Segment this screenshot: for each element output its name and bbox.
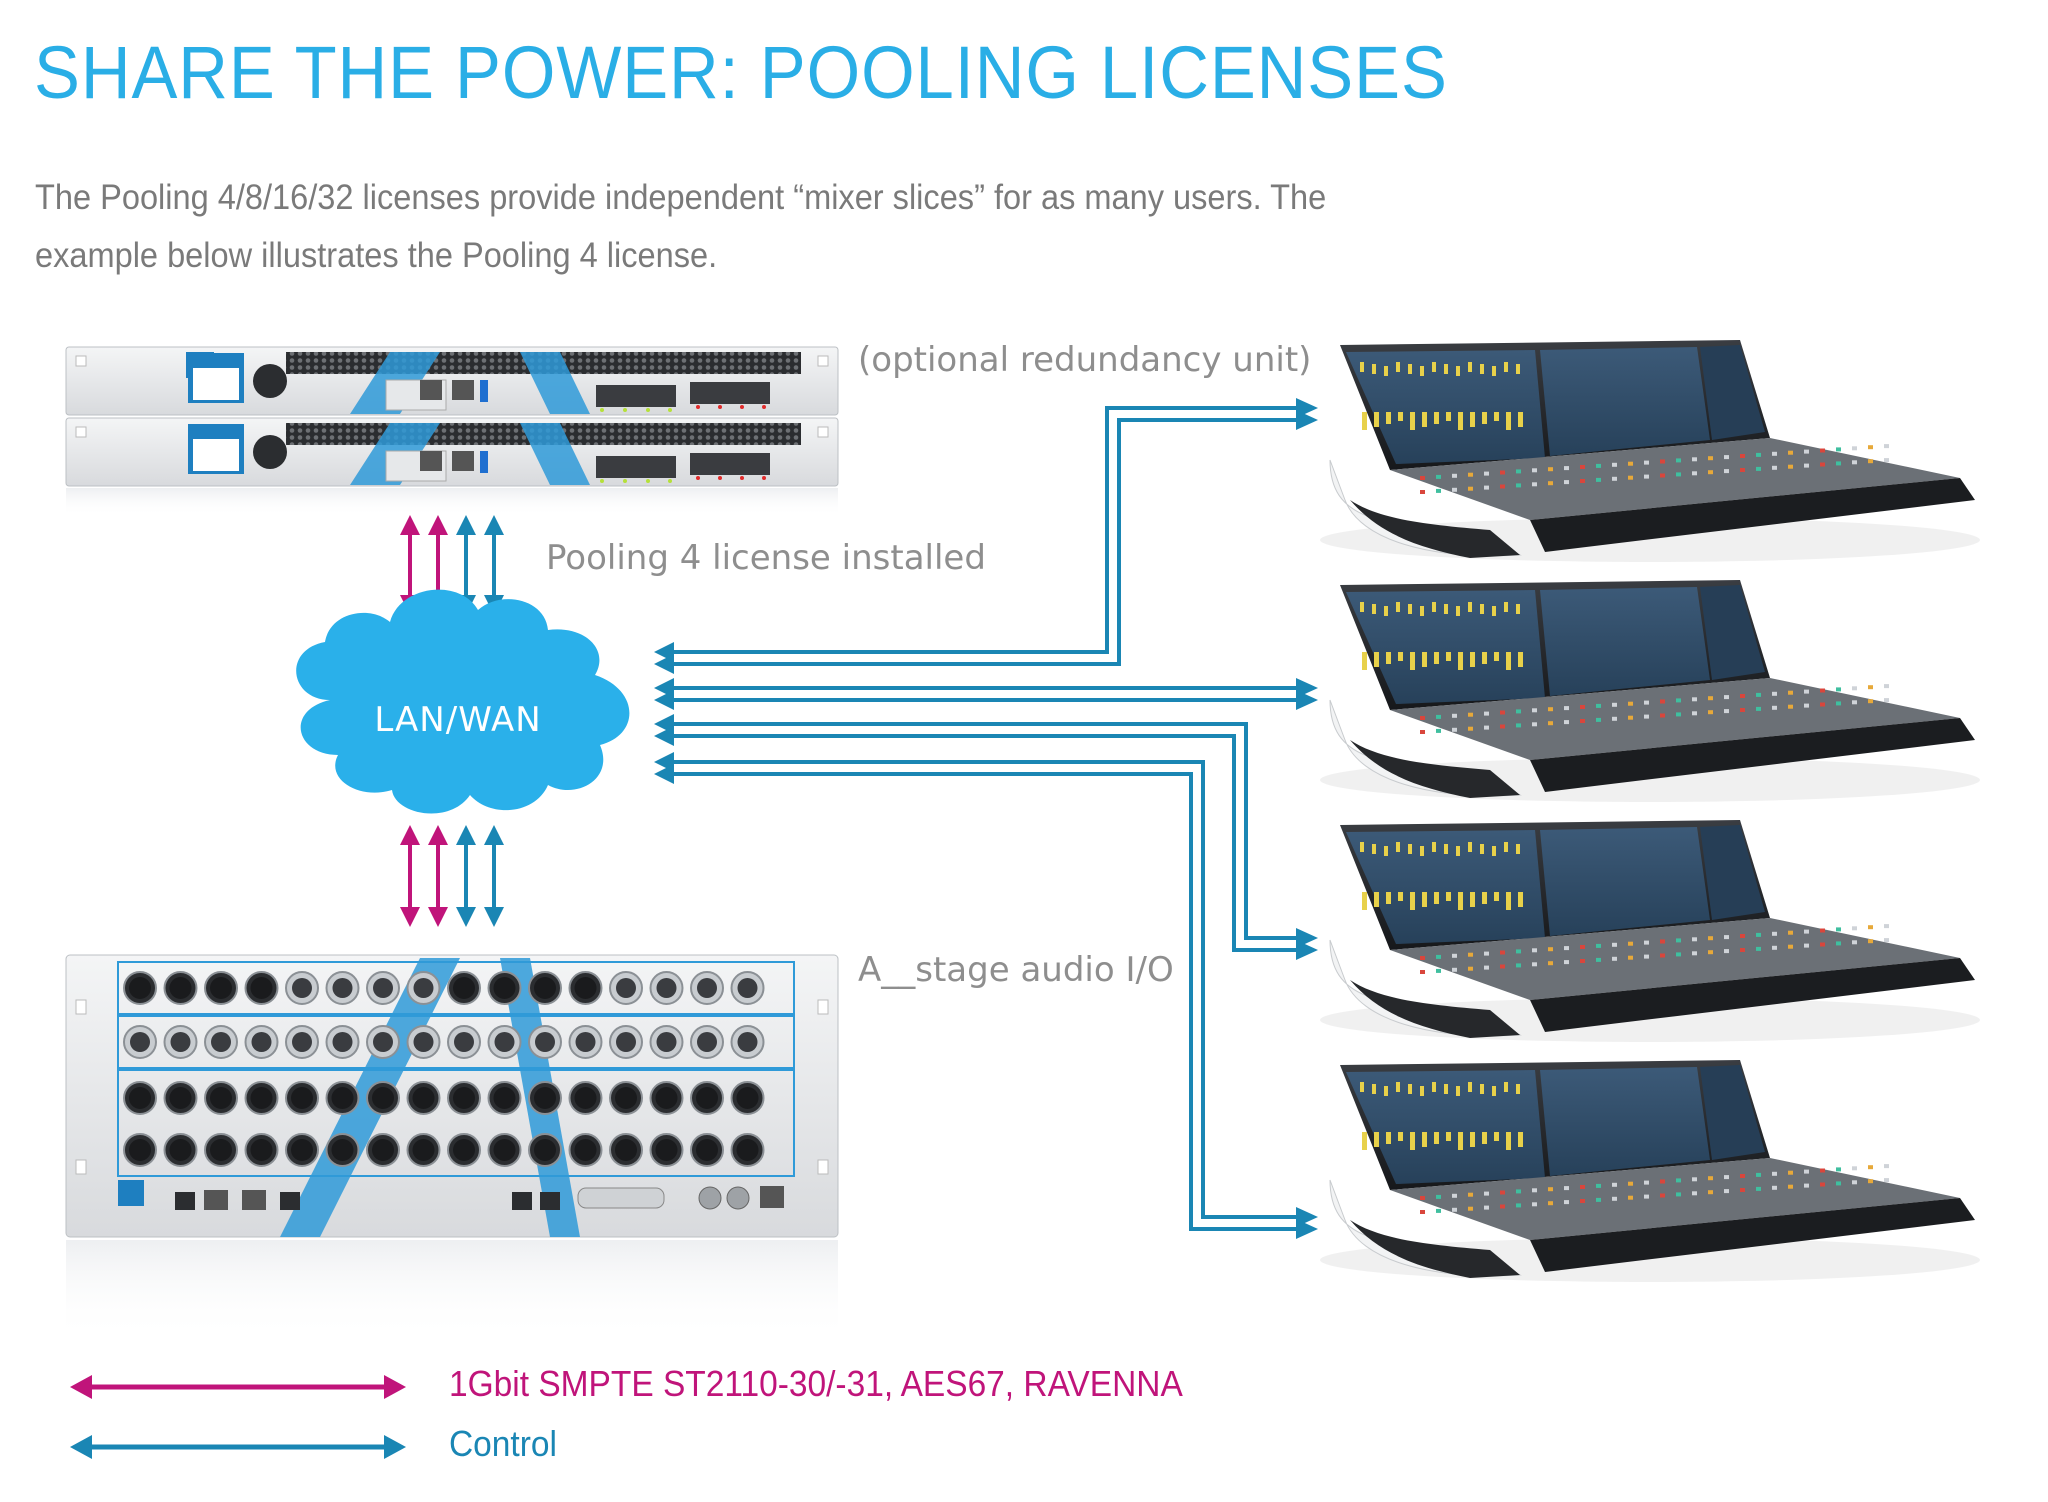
- stage-box-device: [65, 954, 839, 1238]
- mixing-console: [1320, 580, 1980, 802]
- intro-text-line-1: The Pooling 4/8/16/32 licenses provide i…: [35, 178, 1327, 217]
- core-unit-redundant: [65, 417, 839, 487]
- license-label: Pooling 4 license installed: [546, 538, 986, 578]
- xlr-connector-grid: [123, 971, 765, 1167]
- mixing-console: [1320, 820, 1980, 1042]
- legend-media-arrow: [70, 1375, 406, 1399]
- console-screen-center: [1540, 1067, 1710, 1176]
- mixing-console: [1320, 1060, 1980, 1282]
- lawo-logo-icon: [118, 1180, 144, 1206]
- console-screen-right: [1700, 1065, 1765, 1160]
- console-screen-center: [1540, 347, 1710, 456]
- control-link-console-4: [672, 760, 1300, 1231]
- console-control-surface: [1390, 918, 1960, 1000]
- control-link-console-1: [672, 406, 1300, 666]
- core-reflection: [66, 488, 838, 516]
- console-screen-right: [1700, 345, 1765, 440]
- stage-box-label: A__stage audio I/O: [858, 950, 1174, 990]
- console-control-links: [672, 406, 1300, 1231]
- mixing-console: [1320, 340, 1980, 562]
- console-screen-right: [1700, 825, 1765, 920]
- console-link-arrowheads: [654, 398, 1318, 1239]
- media-arrow-vertical: [428, 825, 448, 927]
- control-link-console-2: [672, 686, 1300, 702]
- console-control-surface: [1390, 438, 1960, 520]
- console-control-surface: [1390, 678, 1960, 760]
- lan-wan-cloud: LAN/WAN: [296, 589, 630, 814]
- control-arrow-vertical: [456, 825, 476, 927]
- console-screen-left: [1346, 830, 1545, 944]
- page-title: SHARE THE POWER: POOLING LICENSES: [34, 31, 1448, 114]
- stage-box-reflection: [66, 1240, 838, 1340]
- sfp-ports-red: [690, 382, 770, 404]
- sfp-ports-green: [596, 385, 676, 407]
- control-link-console-3: [672, 722, 1300, 952]
- console-screen-left: [1346, 350, 1545, 464]
- legend-control-label: Control: [449, 1423, 557, 1464]
- redundancy-unit-label: (optional redundancy unit): [858, 340, 1312, 380]
- stage-link-arrows: [400, 825, 504, 927]
- legend-control-arrow: [70, 1435, 406, 1459]
- control-knob-icon: [253, 364, 287, 398]
- cloud-label: LAN/WAN: [374, 700, 541, 740]
- legend-media-label: 1Gbit SMPTE ST2110-30/-31, AES67, RAVENN…: [449, 1363, 1183, 1404]
- console-control-surface: [1390, 1158, 1960, 1240]
- console-screen-left: [1346, 1070, 1545, 1184]
- intro-text-line-2: example below illustrates the Pooling 4 …: [35, 236, 718, 275]
- console-group: [1320, 340, 1980, 1282]
- console-screen-left: [1346, 590, 1545, 704]
- core-unit-primary: [65, 346, 839, 416]
- control-arrow-vertical: [484, 825, 504, 927]
- console-screen-center: [1540, 587, 1710, 696]
- console-screen-center: [1540, 827, 1710, 936]
- console-screen-right: [1700, 585, 1765, 680]
- media-arrow-vertical: [400, 825, 420, 927]
